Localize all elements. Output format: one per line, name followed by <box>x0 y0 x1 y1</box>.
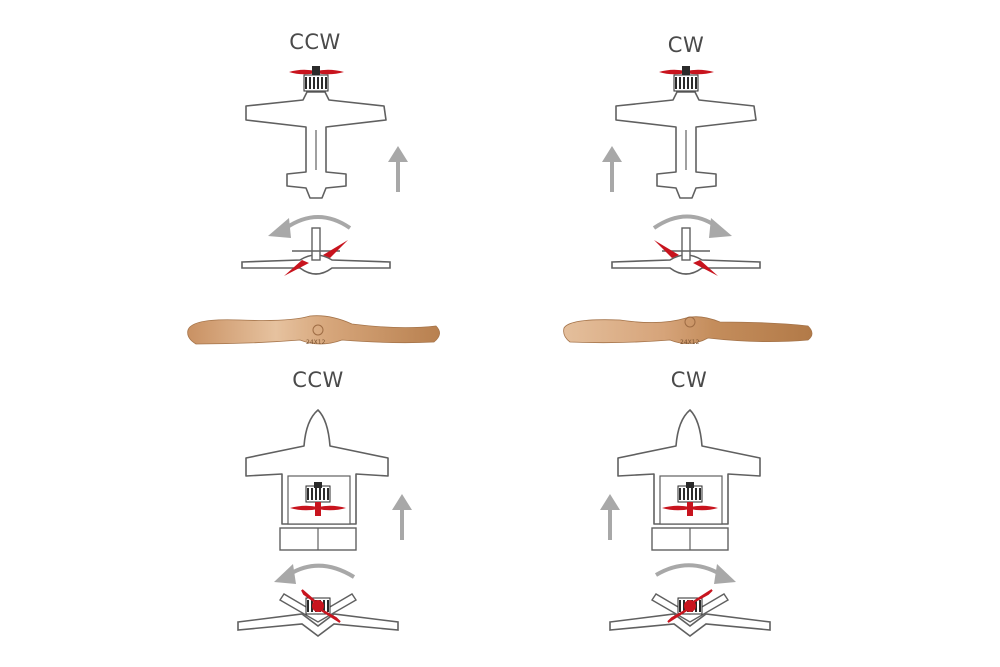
spinner <box>314 482 322 488</box>
wing-front-outline <box>237 613 399 637</box>
thrust-arrow-icon <box>600 494 620 540</box>
svg-text:24X12: 24X12 <box>680 339 700 346</box>
prop-blade-red <box>317 607 341 623</box>
spinner <box>312 66 320 76</box>
top-right-plane <box>615 66 757 199</box>
wooden-propeller-ccw: 24X12 <box>187 315 440 346</box>
label-ccw-top: CCW <box>289 30 341 54</box>
top-right-front-view <box>611 214 761 276</box>
wing-front-outline <box>611 254 761 275</box>
rotation-arc <box>654 563 721 577</box>
top-left-plane <box>245 66 387 199</box>
svg-text:24X12: 24X12 <box>306 339 326 346</box>
rotation-arrowhead-icon <box>268 218 291 238</box>
thrust-arrow-icon <box>388 146 408 192</box>
motor-icon <box>677 485 703 503</box>
spinner <box>686 482 694 488</box>
prop-blade-red <box>693 260 718 276</box>
motor-icon <box>305 485 331 503</box>
tail-v-outline <box>651 593 729 623</box>
rotation-arrowhead-icon <box>274 564 296 584</box>
rotation-arrowhead-icon <box>714 564 736 584</box>
tail-v-outline <box>279 593 357 623</box>
bottom-right-front-view <box>609 563 771 637</box>
wing-front-outline <box>241 254 391 275</box>
wing-front-outline <box>609 613 771 637</box>
prop-blade-red <box>323 240 348 258</box>
bottom-left-front-view <box>237 563 399 637</box>
rotation-arrowhead-icon <box>709 218 732 238</box>
rotation-arc <box>284 215 352 230</box>
top-left-front-view <box>241 215 391 276</box>
label-cw-bottom: CW <box>670 368 708 392</box>
thrust-arrow-icon <box>602 146 622 192</box>
wooden-propeller-cw: 24X12 <box>563 316 813 346</box>
motor-icon <box>673 74 699 92</box>
prop-blade-red <box>301 589 319 605</box>
prop-blade-red <box>284 260 309 276</box>
fin-outline <box>311 227 321 261</box>
prop-blade-red <box>689 589 713 605</box>
prop-blade-red <box>654 240 679 258</box>
label-ccw-bottom: CCW <box>292 368 344 392</box>
rotation-arc <box>288 563 356 579</box>
rotation-arc <box>652 214 718 230</box>
prop-blade-red <box>667 607 691 623</box>
spinner <box>682 66 690 76</box>
bottom-right-plane <box>617 409 761 551</box>
label-cw-top: CW <box>667 33 705 57</box>
thrust-arrow-icon <box>392 494 412 540</box>
bottom-left-plane <box>245 409 389 551</box>
fin-outline <box>681 227 691 261</box>
motor-icon <box>303 74 329 92</box>
